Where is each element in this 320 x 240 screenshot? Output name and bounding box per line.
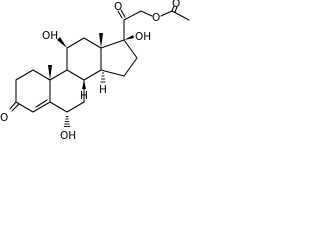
c10-methyl-wedge <box>48 65 52 80</box>
c11-hydroxyl-group: OH <box>42 30 67 48</box>
ring-b <box>49 69 85 113</box>
c14-hydrogen-group: H <box>99 72 107 96</box>
ring-a <box>15 69 51 113</box>
acetyl-oxygen-label: O <box>172 0 180 10</box>
c17-hydroxyl-group: OH <box>124 31 151 43</box>
c13-methyl-wedge <box>99 33 103 48</box>
c17-oh-label: OH <box>135 31 151 43</box>
side-ketone-oxygen-label: O <box>114 1 122 13</box>
c6-oh-label: OH <box>60 130 76 142</box>
c8-hydrogen-group: H <box>80 80 88 102</box>
acetoxy-side-chain: O O O <box>114 0 190 41</box>
c8-h-label: H <box>80 90 88 102</box>
c11-oh-label: OH <box>42 30 58 42</box>
c6-hydroxyl-group: OH <box>60 116 76 142</box>
molecule-structure-diagram: O OH OH H H OH O <box>0 0 190 142</box>
c14-h-label: H <box>99 84 107 96</box>
ring-ketone-group: O <box>0 101 20 124</box>
ring-d <box>100 39 138 77</box>
ester-oxygen-label: O <box>152 12 160 24</box>
ring-ketone-oxygen-label: O <box>0 112 8 124</box>
ring-c <box>66 37 102 81</box>
